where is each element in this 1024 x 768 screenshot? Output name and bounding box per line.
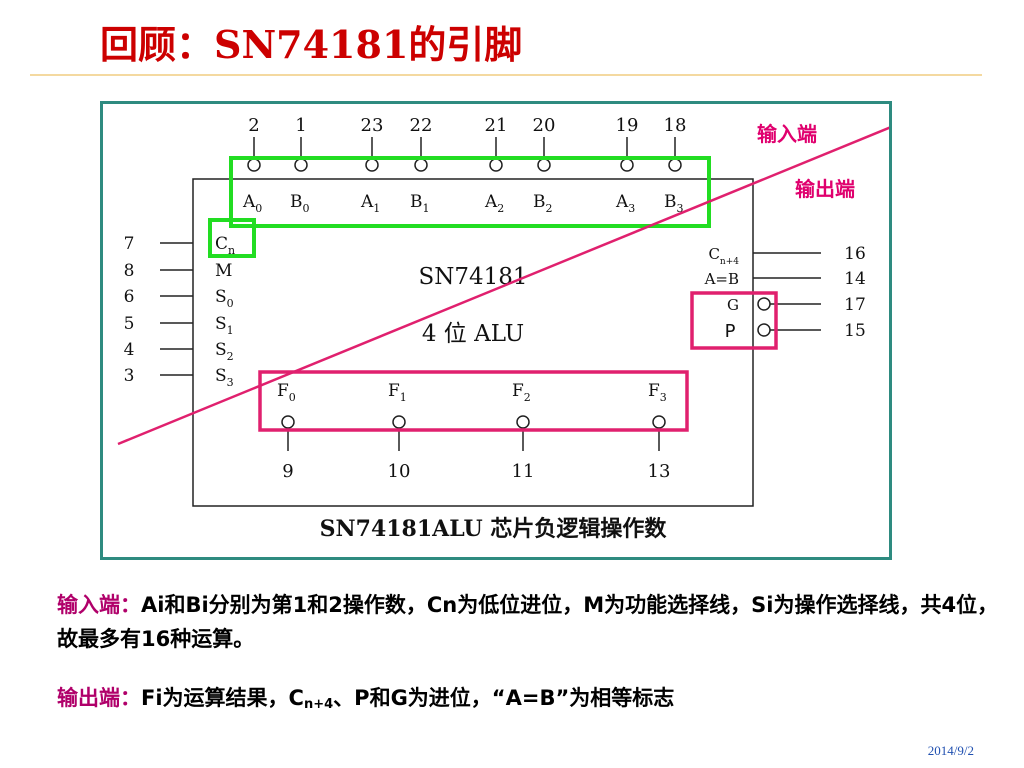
- top-pin-label: B1: [410, 192, 430, 215]
- bottom-pin-label: F1: [388, 381, 407, 404]
- output-lead: 输出端：: [57, 686, 141, 710]
- bottom-pin-number: 9: [282, 461, 293, 482]
- bottom-pin-bubble: [392, 415, 406, 429]
- right-pin-label: P: [725, 321, 736, 342]
- bottom-pin-label: F2: [512, 381, 531, 404]
- output-annotation: 输出端: [795, 177, 855, 201]
- top-pin-number: 19: [616, 115, 639, 136]
- left-pin-label: S3: [215, 366, 234, 389]
- left-pin-label: S2: [215, 340, 234, 363]
- f-output-highlight: [258, 370, 689, 432]
- right-pin-label: Cn+4: [708, 245, 739, 267]
- bottom-pin-bubble: [281, 415, 295, 429]
- bottom-pin-bubble: [516, 415, 530, 429]
- top-pin-number: 1: [295, 115, 306, 136]
- output-description: 输出端：Fi为运算结果，Cn+4、P和G为进位，“A=B”为相等标志: [57, 681, 1007, 722]
- output-body-before: Fi为运算结果，C: [141, 686, 304, 710]
- right-pin-label: G: [727, 296, 739, 314]
- chip-subtitle: 4 位 ALU: [422, 321, 524, 347]
- bottom-pin-number: 10: [388, 461, 411, 482]
- carry-in-highlight: [208, 218, 256, 258]
- left-pin-label: S1: [215, 314, 234, 337]
- input-annotation: 输入端: [757, 122, 817, 146]
- right-pin-bubble: [757, 297, 771, 311]
- input-body: Ai和Bi分别为第1和2操作数，Cn为低位进位，M为功能选择线，Si为操作选择线…: [57, 593, 999, 651]
- top-pin-bubble: [414, 158, 428, 172]
- top-pin-bubble: [668, 158, 682, 172]
- right-pin-label: A=B: [704, 270, 739, 288]
- top-pin-number: 23: [361, 115, 384, 136]
- right-pin-number: 17: [844, 295, 866, 315]
- top-pin-bubble: [247, 158, 261, 172]
- left-pin-number: 5: [124, 314, 135, 334]
- top-pin-number: 18: [664, 115, 687, 136]
- top-pin-label: A0: [242, 192, 262, 215]
- top-pin-bubble: [620, 158, 634, 172]
- bottom-pin-label: F3: [648, 381, 667, 404]
- top-pin-number: 20: [533, 115, 556, 136]
- pg-output-highlight: [690, 291, 778, 350]
- slide-title: 回顾：SN74181的引脚: [100, 22, 523, 67]
- bottom-pin-label: F0: [277, 381, 296, 404]
- left-pin-label: Cn: [215, 234, 235, 257]
- top-pin-bubble: [365, 158, 379, 172]
- top-pin-number: 22: [410, 115, 433, 136]
- output-body-after: 、P和G为进位，“A=B”为相等标志: [333, 686, 675, 710]
- left-pin-number: 6: [124, 287, 135, 307]
- top-pin-label: A3: [615, 192, 635, 215]
- top-pin-number: 21: [485, 115, 508, 136]
- left-pin-number: 7: [124, 234, 135, 254]
- chip-name: SN74181: [418, 264, 527, 290]
- input-output-divider: [117, 126, 889, 446]
- right-pin-bubble: [757, 323, 771, 337]
- left-pin-label: M: [215, 261, 232, 281]
- left-pin-number: 3: [124, 366, 135, 386]
- bottom-pin-number: 11: [512, 461, 535, 482]
- input-lead: 输入端：: [57, 593, 141, 617]
- top-pin-bubble: [294, 158, 308, 172]
- top-pin-bubble: [537, 158, 551, 172]
- left-pin-number: 8: [124, 261, 135, 281]
- chip-body: [192, 178, 754, 507]
- top-pin-label: A2: [484, 192, 504, 215]
- top-pin-bubble: [489, 158, 503, 172]
- top-pin-label: A1: [360, 192, 380, 215]
- title-divider: [30, 74, 982, 76]
- input-description: 输入端：Ai和Bi分别为第1和2操作数，Cn为低位进位，M为功能选择线，Si为操…: [57, 588, 1007, 656]
- top-pin-label: B3: [664, 192, 684, 215]
- left-pin-number: 4: [124, 340, 135, 360]
- slide-date: 2014/9/2: [927, 743, 974, 758]
- bottom-pin-bubble: [652, 415, 666, 429]
- output-body-sub: n+4: [303, 697, 334, 712]
- right-pin-number: 16: [844, 244, 866, 264]
- input-pins-highlight: [229, 156, 711, 228]
- diagram-caption: SN74181ALU 芯片负逻辑操作数: [320, 516, 668, 542]
- bottom-pin-number: 13: [648, 461, 671, 482]
- right-pin-number: 14: [844, 269, 866, 289]
- top-pin-label: B0: [290, 192, 310, 215]
- right-pin-number: 15: [844, 321, 866, 341]
- left-pin-label: S0: [215, 287, 234, 310]
- top-pin-label: B2: [533, 192, 553, 215]
- top-pin-number: 2: [248, 115, 259, 136]
